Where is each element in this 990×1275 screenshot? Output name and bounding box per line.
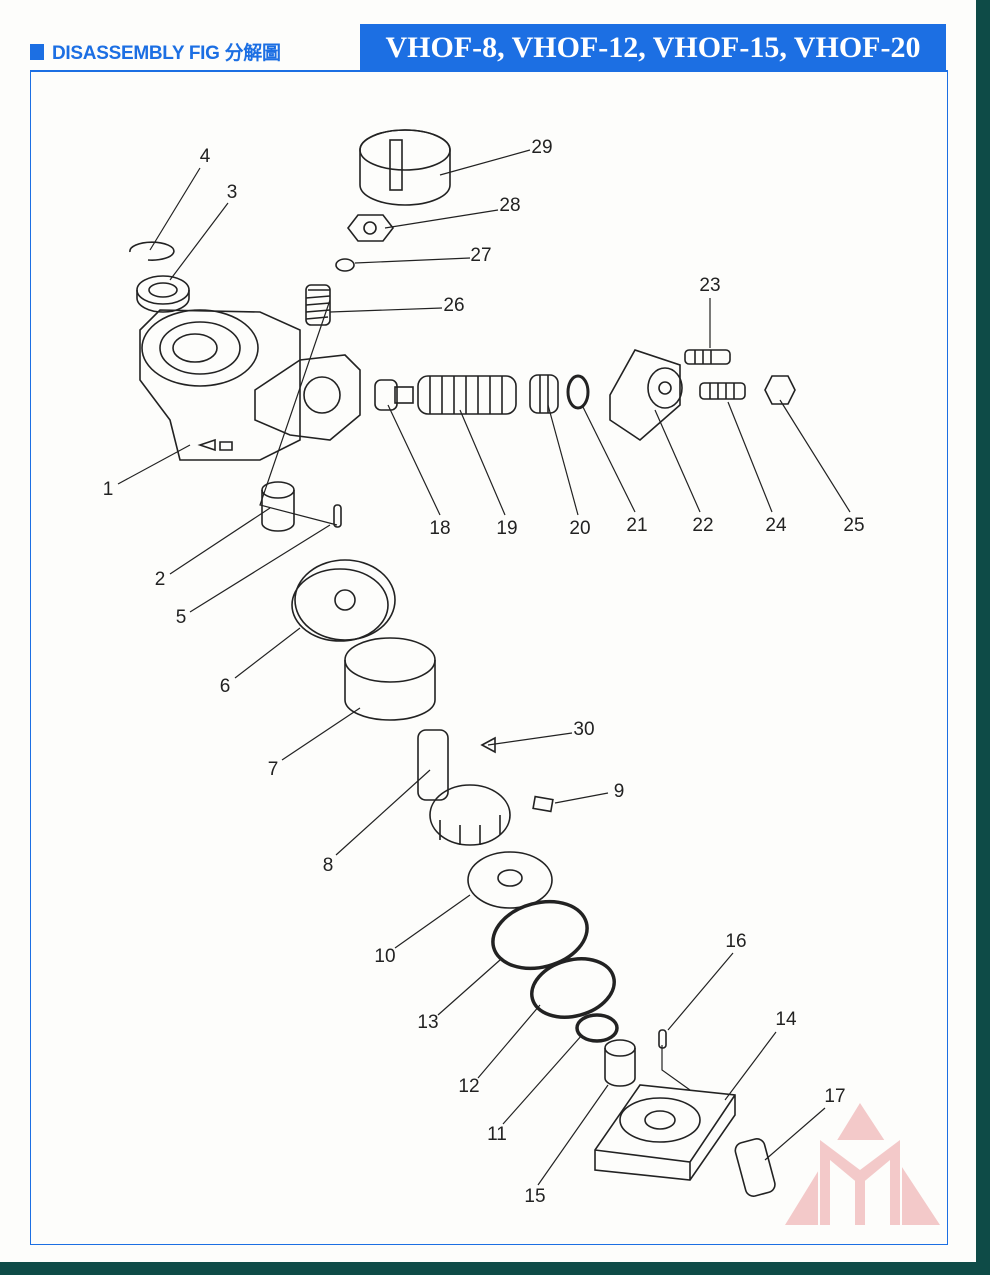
part-26-spring: [305, 284, 331, 326]
part-6-valve-plate: [291, 559, 396, 642]
part-28-nut: [346, 214, 395, 242]
part-label: 29: [531, 137, 553, 158]
part-label: 26: [443, 295, 465, 316]
section-heading: DISASSEMBLY FIG 分解圖: [30, 38, 281, 65]
part-14-cover: [594, 1084, 736, 1181]
part-5-pin: [333, 504, 342, 528]
part-12-oring: [530, 957, 616, 1019]
leader-lines: [117, 149, 851, 1186]
part-18-plug: [374, 379, 414, 411]
model-banner: VHOF-8, VHOF-12, VHOF-15, VHOF-20: [360, 24, 946, 71]
part-11-oring: [575, 1013, 619, 1043]
part-label: 28: [499, 195, 521, 216]
part-17-bolt: [734, 1138, 776, 1197]
part-19-spring: [417, 375, 517, 415]
part-4-retaining-ring: [129, 241, 175, 261]
catalog-page: DISASSEMBLY FIG 分解圖 VHOF-8, VHOF-12, VHO…: [0, 0, 976, 1262]
part-8-rotor-shaft: [417, 729, 511, 846]
part-27-oring: [335, 258, 355, 272]
diagram-frame: [30, 70, 948, 1245]
part-label: 7: [267, 759, 279, 780]
part-label: 18: [429, 518, 451, 539]
part-label: 5: [175, 607, 187, 628]
part-22-end-cap: [609, 349, 683, 442]
part-13-oring: [491, 899, 589, 971]
part-23-screw: [684, 349, 731, 365]
part-label: 6: [219, 676, 231, 697]
part-1-housing: [139, 309, 361, 461]
section-title: DISASSEMBLY FIG 分解圖: [52, 43, 281, 64]
part-label: 8: [322, 855, 334, 876]
part-label: 21: [626, 515, 648, 536]
part-label: 1: [102, 479, 114, 500]
part-label: 20: [569, 518, 591, 539]
part-label: 27: [470, 245, 492, 266]
part-label: 9: [613, 781, 625, 802]
part-21-oring: [566, 374, 590, 410]
part-label: 15: [524, 1186, 546, 1207]
part-label: 25: [843, 515, 865, 536]
part-20-seat: [529, 374, 559, 414]
part-label: 16: [725, 931, 747, 952]
part-label: 3: [226, 182, 238, 203]
part-label: 2: [154, 569, 166, 590]
part-9-vane: [532, 795, 554, 813]
part-24-setscrew: [699, 382, 746, 400]
part-3-bearing: [136, 275, 190, 313]
part-label: 11: [487, 1124, 507, 1145]
model-list: VHOF-8, VHOF-12, VHOF-15, VHOF-20: [385, 30, 921, 64]
part-label: 4: [199, 146, 211, 167]
part-29-cap: [359, 129, 451, 206]
part-label: 30: [573, 719, 595, 740]
part-label: 23: [699, 275, 721, 296]
exploded-view-diagram: [117, 129, 940, 1225]
part-label: 13: [417, 1012, 439, 1033]
part-15-bushing: [604, 1039, 636, 1087]
bullet-square-icon: [30, 43, 44, 60]
part-label: 14: [775, 1009, 797, 1030]
company-logo: [785, 1103, 940, 1225]
part-label: 17: [824, 1086, 846, 1107]
part-16-pin: [658, 1029, 667, 1049]
part-label: 10: [374, 946, 396, 967]
part-7-ring: [344, 637, 436, 721]
part-2-bushing: [261, 481, 295, 532]
part-25-nut: [764, 375, 796, 405]
part-10-plate: [467, 851, 553, 909]
part-label: 19: [496, 518, 518, 539]
part-label: 22: [692, 515, 714, 536]
part-label: 12: [458, 1076, 480, 1097]
part-label: 24: [765, 515, 787, 536]
part-30-key: [480, 736, 496, 754]
